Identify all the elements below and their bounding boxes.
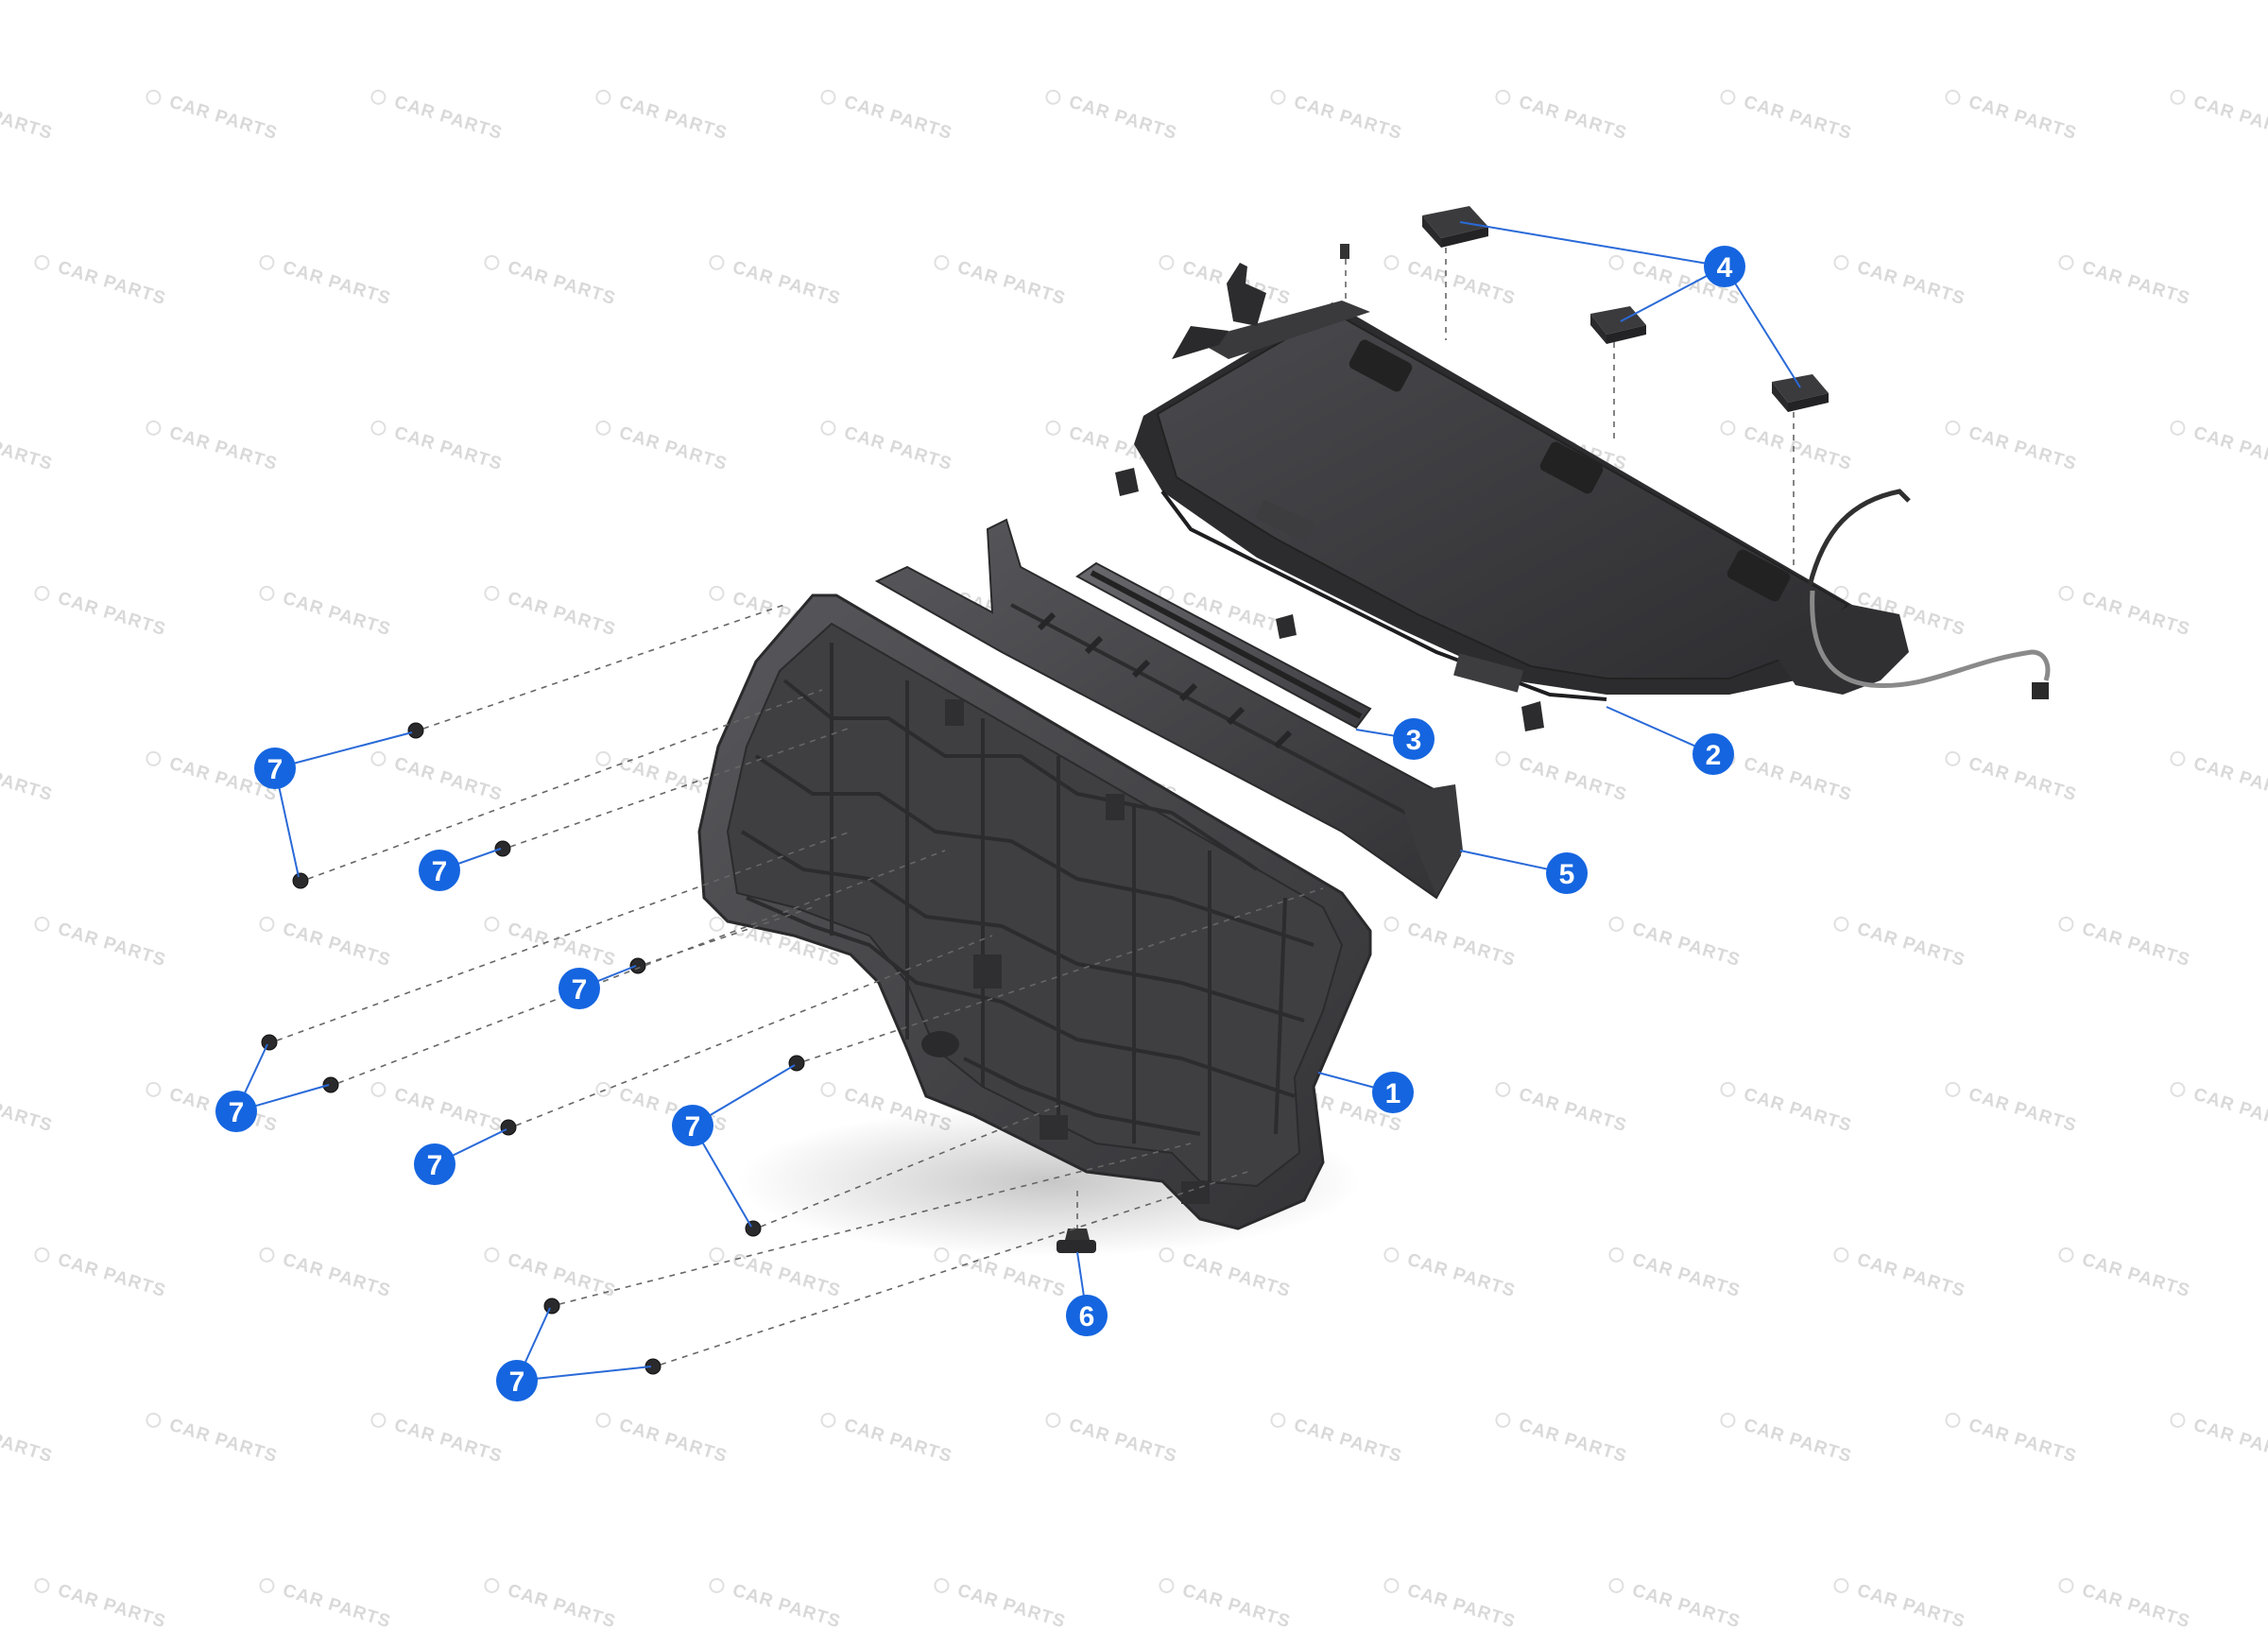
callout-7-a: 7 — [254, 748, 296, 789]
clip-part-4-c — [1772, 374, 1829, 412]
callout-7-d: 7 — [215, 1091, 257, 1132]
clip-part-6 — [1057, 1229, 1096, 1253]
callout-4: 4 — [1704, 246, 1745, 287]
clip-part-4-a — [1422, 206, 1488, 248]
fastener-7-c — [494, 840, 511, 857]
fastener-7-b — [292, 872, 309, 889]
svg-text:7: 7 — [229, 1097, 245, 1128]
svg-text:5: 5 — [1559, 859, 1575, 890]
svg-text:7: 7 — [267, 754, 284, 785]
fastener-7-g — [500, 1119, 517, 1136]
fastener-7-j — [543, 1298, 560, 1315]
callout-7-c: 7 — [558, 968, 600, 1009]
callout-7-f: 7 — [672, 1105, 713, 1146]
strip-part-3 — [1075, 561, 1372, 730]
fastener-7-f — [322, 1076, 339, 1093]
svg-text:7: 7 — [685, 1111, 701, 1143]
svg-text:7: 7 — [572, 974, 588, 1006]
fastener-7-d — [629, 957, 646, 974]
svg-text:7: 7 — [427, 1150, 443, 1181]
pin-small — [1340, 244, 1349, 259]
clip-alignment-lines — [1345, 248, 1795, 567]
fastener-7-h — [788, 1055, 805, 1072]
callout-7-b: 7 — [419, 850, 460, 891]
fastener-7-i — [745, 1220, 762, 1237]
callout-2: 2 — [1692, 733, 1734, 775]
svg-text:4: 4 — [1717, 252, 1733, 284]
callout-3: 3 — [1393, 718, 1435, 760]
trim-part-5 — [874, 518, 1463, 900]
svg-text:3: 3 — [1406, 725, 1422, 756]
svg-text:2: 2 — [1706, 740, 1722, 771]
callout-7-g: 7 — [496, 1360, 538, 1401]
callout-7-e: 7 — [414, 1143, 455, 1185]
callout-5: 5 — [1546, 852, 1588, 894]
callout-1: 1 — [1372, 1072, 1414, 1113]
callout-6: 6 — [1066, 1295, 1108, 1336]
svg-text:6: 6 — [1079, 1301, 1095, 1332]
svg-text:1: 1 — [1385, 1078, 1401, 1109]
fastener-alignment-lines — [276, 604, 1324, 1366]
svg-text:7: 7 — [432, 856, 448, 887]
clip-part-4-b — [1590, 306, 1646, 344]
tailgate-panel-part-1 — [697, 593, 1372, 1257]
fastener-7-e — [261, 1034, 278, 1051]
parcel-shelf-part-2 — [1115, 263, 2051, 731]
fastener-7-a — [407, 722, 424, 739]
svg-text:7: 7 — [509, 1367, 525, 1398]
